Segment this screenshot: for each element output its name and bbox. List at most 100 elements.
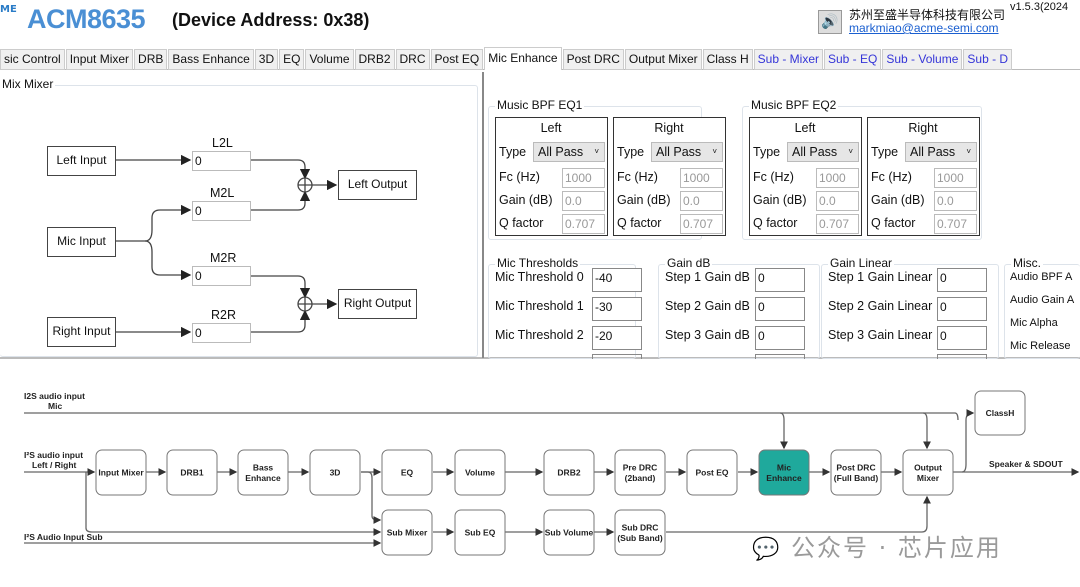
row-input[interactable]: -40: [592, 268, 642, 292]
fc-label: Fc (Hz): [499, 170, 540, 184]
block-label: (Sub Band): [617, 533, 662, 543]
tab-sub-d[interactable]: Sub - D: [963, 49, 1013, 70]
fc-input[interactable]: 1000: [816, 168, 859, 188]
gain-input[interactable]: 0.0: [934, 191, 977, 211]
block-label: Enhance: [766, 473, 802, 483]
eq-group-1: Music BPF EQ1: [488, 98, 702, 240]
row-input[interactable]: 0: [755, 326, 805, 350]
tab-volume[interactable]: Volume: [305, 49, 354, 70]
signal-wire: [85, 472, 382, 536]
row-label: Step 1 Gain Linear: [828, 270, 933, 284]
type-select[interactable]: All Pass˅: [651, 142, 723, 162]
tab-eq[interactable]: EQ: [279, 49, 305, 70]
left-output-node: Left Output: [338, 170, 417, 200]
tab-drc[interactable]: DRC: [395, 49, 430, 70]
type-select[interactable]: All Pass˅: [787, 142, 859, 162]
wechat-icon: 💬: [752, 537, 782, 562]
row-input[interactable]: -30: [592, 297, 642, 321]
tab-sub-mixer[interactable]: Sub - Mixer: [753, 49, 823, 70]
email-link[interactable]: markmiao@acme-semi.com: [849, 21, 999, 35]
tab-drb2[interactable]: DRB2: [354, 49, 395, 70]
speaker-icon[interactable]: 🔊: [818, 10, 842, 34]
signal-wire: [922, 412, 931, 450]
m2l-input[interactable]: 0: [192, 201, 251, 221]
block-label: DRB1: [180, 468, 203, 478]
gain-input[interactable]: 0.0: [680, 191, 723, 211]
row-input[interactable]: -20: [592, 326, 642, 350]
mix-mixer-title: Mix Mixer: [0, 77, 56, 91]
r2r-input[interactable]: 0: [192, 323, 251, 343]
chevron-down-icon: ˅: [594, 147, 599, 156]
mixer-wires: [115, 154, 338, 338]
block-label: Output: [914, 462, 942, 472]
fc-input[interactable]: 1000: [562, 168, 605, 188]
diagram-label: Left / Right: [32, 460, 77, 470]
m2r-input[interactable]: 0: [192, 266, 251, 286]
block-post-drc: Post DRC(Full Band): [830, 449, 882, 496]
type-label: Type: [499, 145, 527, 159]
q-input[interactable]: 0.707: [934, 214, 977, 234]
row-input[interactable]: 0: [755, 297, 805, 321]
row-input[interactable]: 0: [937, 326, 987, 350]
row-input[interactable]: 0: [755, 268, 805, 292]
tab-mic-enhance[interactable]: Mic Enhance: [484, 47, 562, 70]
block-label: Mixer: [917, 473, 940, 483]
tab-sub-volume[interactable]: Sub - Volume: [882, 49, 963, 70]
row-input-partial[interactable]: [592, 354, 642, 359]
diagram-label: Mic: [48, 401, 62, 411]
fc-input[interactable]: 1000: [934, 168, 977, 188]
row-input-partial[interactable]: [755, 354, 805, 359]
diagram-label: I²S Audio Input Sub: [24, 532, 103, 542]
row-label: Mic Threshold 1: [495, 299, 584, 313]
gain-label: Gain (dB): [871, 193, 925, 207]
tab-output-mixer[interactable]: Output Mixer: [624, 49, 702, 70]
tab-post-drc[interactable]: Post DRC: [562, 49, 624, 70]
block-classh: ClassH: [974, 390, 1026, 436]
row-label: Mic Threshold 0: [495, 270, 584, 284]
q-input[interactable]: 0.707: [816, 214, 859, 234]
gain-input[interactable]: 0.0: [562, 191, 605, 211]
chevron-down-icon: ˅: [966, 147, 971, 156]
row-label: Step 3 Gain dB: [665, 328, 750, 342]
fc-input[interactable]: 1000: [680, 168, 723, 188]
tab-3d[interactable]: 3D: [254, 49, 279, 70]
tab-drb[interactable]: DRB: [134, 49, 168, 70]
tab-class-h[interactable]: Class H: [702, 49, 753, 70]
fc-label: Fc (Hz): [617, 170, 658, 184]
q-input[interactable]: 0.707: [562, 214, 605, 234]
tab-sic-control[interactable]: sic Control: [0, 49, 65, 70]
type-value: All Pass: [656, 145, 702, 159]
misc-row-label: Mic Alpha: [1010, 317, 1058, 329]
block-sub-drc: Sub DRC(Sub Band): [614, 509, 666, 556]
tab-input-mixer[interactable]: Input Mixer: [65, 49, 134, 70]
block-pre-drc: Pre DRC(2band): [614, 449, 666, 496]
diagram-label: I2S audio input: [24, 391, 85, 401]
gain-label: Gain (dB): [617, 193, 671, 207]
row-input[interactable]: 0: [937, 297, 987, 321]
diagram-label: I²S audio input: [24, 450, 83, 460]
block-sub-volume: Sub Volume: [543, 509, 595, 556]
misc-row-label: Audio BPF A: [1010, 271, 1073, 283]
type-select[interactable]: All Pass˅: [905, 142, 977, 162]
q-input[interactable]: 0.707: [680, 214, 723, 234]
gain-input[interactable]: 0.0: [816, 191, 859, 211]
block-post-eq: Post EQ: [686, 449, 738, 496]
block-3d: 3D: [309, 449, 361, 496]
fc-label: Fc (Hz): [753, 170, 794, 184]
l2l-input[interactable]: 0: [192, 151, 251, 171]
tab-post-eq[interactable]: Post EQ: [430, 49, 484, 70]
block-label: Sub EQ: [465, 528, 496, 538]
tab-sub-eq[interactable]: Sub - EQ: [824, 49, 882, 70]
tab-bass-enhance[interactable]: Bass Enhance: [168, 49, 254, 70]
block-drb2: DRB2: [543, 449, 595, 496]
row-input-partial[interactable]: [937, 354, 987, 359]
panel-divider: [482, 72, 484, 358]
version-label: v1.5.3(2024: [1010, 1, 1069, 13]
row-input[interactable]: 0: [937, 268, 987, 292]
type-select[interactable]: All Pass˅: [533, 142, 605, 162]
